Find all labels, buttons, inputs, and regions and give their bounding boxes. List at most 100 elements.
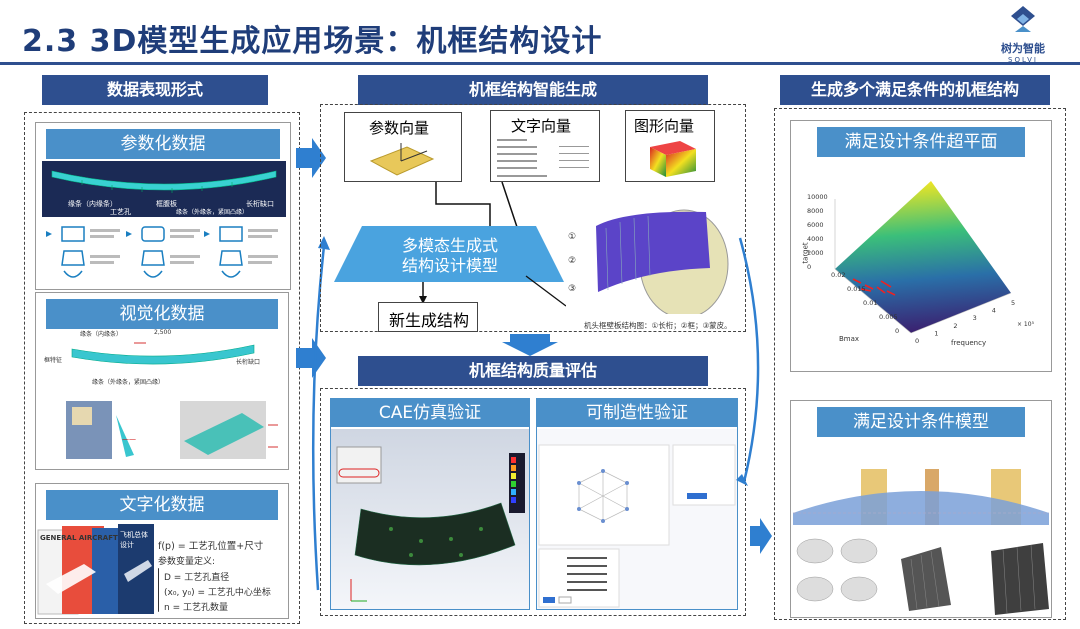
books-image — [37, 524, 154, 615]
gen-model-line1: 多模态生成式 — [401, 236, 498, 255]
graph-vector-box: 图形向量 — [625, 110, 715, 182]
text-def: 参数变量定义: — [158, 557, 216, 567]
model-images — [793, 469, 1049, 615]
brace — [158, 568, 160, 612]
text-vector-matrix — [497, 139, 589, 177]
param-shape-variants — [46, 226, 278, 278]
param-label-2: 工艺孔 — [110, 208, 131, 216]
param-label-4: 缘条（外缘条，紧固凸缘） — [176, 209, 249, 216]
surface-xlabel: frequency — [951, 339, 987, 347]
fuselage-caption: 机头框壁板结构图：①长桁；②框；③蒙皮。 — [584, 321, 732, 330]
visual-data-panel: 视觉化数据 —— 缘条（内缘条） 2,500 框特征 缘条（外缘条，紧固凸缘） … — [35, 292, 289, 470]
surface-xscale: × 10⁵ — [1017, 321, 1034, 328]
gen-model-shape — [334, 226, 564, 282]
left-header: 数据表现形式 — [42, 75, 268, 105]
right-dashed-frame — [774, 108, 1066, 620]
page-title: 2.3 3D模型生成应用场景：机框结构设计 — [22, 24, 603, 59]
arrow-down-small-icon — [419, 282, 427, 304]
y-tick-label: 0.015 — [847, 285, 866, 293]
cae-panel: CAE仿真验证 — [330, 398, 530, 610]
param-vector-label: 参数向量 — [369, 119, 430, 137]
logo-sub: SOLVI — [1008, 56, 1038, 64]
text-var-3: n = 工艺孔数量 — [164, 603, 228, 613]
surface-chart: 0 2000 4000 6000 8000 10000 0.020.015 0.010.005… — [807, 181, 1015, 345]
manufacturability-ui-image — [537, 429, 737, 609]
x-tick-label: 4 — [992, 307, 996, 315]
marker-3: ③ — [568, 284, 577, 294]
x-tick-label: 5 — [1011, 299, 1015, 307]
param-label-3: 框腹板 — [156, 200, 177, 208]
arrow-right-bottom-icon — [750, 518, 772, 554]
text-data-panel: 文字化数据 GENERAL AIRCRAFT 飞机总体设计 f(p) = 工艺孔… — [35, 483, 289, 619]
right-header: 生成多个满足条件的机框结构 — [780, 75, 1050, 105]
z-tick-label: 2000 — [807, 249, 824, 257]
svg-text:——: —— — [122, 435, 136, 443]
cae-title: CAE仿真验证 — [331, 399, 529, 427]
x-tick-label: 1 — [934, 329, 938, 337]
y-tick-label: 0.01 — [863, 299, 877, 307]
surface-ticks: 0 2000 4000 6000 8000 10000 0.020.015 0.010.005… — [807, 193, 1015, 345]
text-formula: f(p) = 工艺孔位置+尺寸 — [158, 541, 264, 552]
visual-label-2: 2,500 — [154, 329, 172, 336]
surface-zlabel: target — [801, 242, 810, 264]
middle-bottom-frame — [320, 388, 746, 616]
middle-header-1: 机框结构智能生成 — [358, 75, 708, 105]
company-logo: 树为智能 SOLVI — [988, 6, 1058, 64]
middle-header-2: 机框结构质量评估 — [358, 356, 708, 386]
title-divider — [0, 62, 1080, 65]
visual-data-title: 视觉化数据 — [46, 299, 278, 329]
arrow-to-fuselage-icon — [525, 275, 567, 307]
model-title: 满足设计条件模型 — [817, 407, 1025, 437]
param-vector-plane — [369, 143, 435, 176]
model-panel: 满足设计条件模型 — [790, 400, 1052, 618]
x-tick-label: 0 — [915, 337, 919, 345]
cae-simulation-image — [331, 429, 529, 609]
new-structure-label: 新生成结构 — [389, 311, 470, 330]
fuselage-image: ① ② ③ — [566, 204, 730, 319]
manufacturability-title: 可制造性验证 — [537, 399, 737, 427]
book2-title: 飞机总体设计 — [120, 531, 148, 549]
text-var-2: (x₀, y₀) = 工艺孔中心坐标 — [164, 588, 271, 598]
middle-top-frame — [320, 104, 746, 332]
text-vector-label: 文字向量 — [511, 117, 572, 135]
visual-label-3: 框特征 — [44, 357, 63, 364]
param-label-5: 长桁缺口 — [246, 200, 274, 208]
gen-model-label: 多模态生成式 结构设计模型 — [340, 236, 560, 276]
visual-label-5: 长桁缺口 — [236, 359, 261, 366]
graph-vector-label: 图形向量 — [634, 117, 695, 135]
z-tick-label: 0 — [807, 263, 811, 271]
z-tick-label: 4000 — [807, 235, 824, 243]
param-vector-box: 参数向量 — [344, 112, 462, 182]
text-var-1: D = 工艺孔直径 — [164, 573, 230, 583]
y-tick-label: 0.02 — [831, 271, 845, 279]
marker-2: ② — [568, 256, 577, 266]
y-tick-label: 0.005 — [879, 313, 898, 321]
text-vector-box: 文字向量 — [490, 110, 600, 182]
visual-label-4: 缘条（外缘条，紧固凸缘） — [92, 379, 165, 386]
param-data-panel: 参数化数据 缘条（内缘条） 工艺孔 框腹板 缘条（外缘条，紧固凸缘） 长桁缺口 — [35, 122, 291, 290]
x-tick-label: 3 — [973, 314, 977, 322]
loop-arrow-right-icon — [736, 237, 760, 486]
arrow-right-mid-icon — [296, 338, 326, 378]
z-tick-label: 6000 — [807, 221, 824, 229]
new-structure-box: 新生成结构 — [378, 302, 478, 332]
param-frame-diagram — [42, 161, 286, 217]
visual-label-1: 缘条（内缘条） — [80, 331, 123, 338]
book1-title: GENERAL AIRCRAFT — [40, 534, 118, 542]
surface-title: 满足设计条件超平面 — [817, 127, 1025, 157]
param-data-title: 参数化数据 — [46, 129, 280, 159]
gen-model-line2: 结构设计模型 — [401, 256, 498, 275]
z-tick-label: 8000 — [807, 207, 824, 215]
x-tick-label: 2 — [953, 322, 957, 330]
arrow-right-top-icon — [296, 138, 326, 178]
surface-ylabel: Bmax — [839, 335, 860, 343]
text-data-title: 文字化数据 — [46, 490, 278, 520]
logo-name: 树为智能 — [1001, 42, 1045, 55]
graph-vector-cube — [650, 141, 696, 177]
manufacturability-panel: 可制造性验证 — [536, 398, 738, 610]
logo-icon — [1011, 6, 1035, 32]
z-tick-label: 10000 — [807, 193, 828, 201]
arrow-down-big-icon — [502, 334, 558, 356]
param-label-1: 缘条（内缘条） — [68, 200, 117, 208]
